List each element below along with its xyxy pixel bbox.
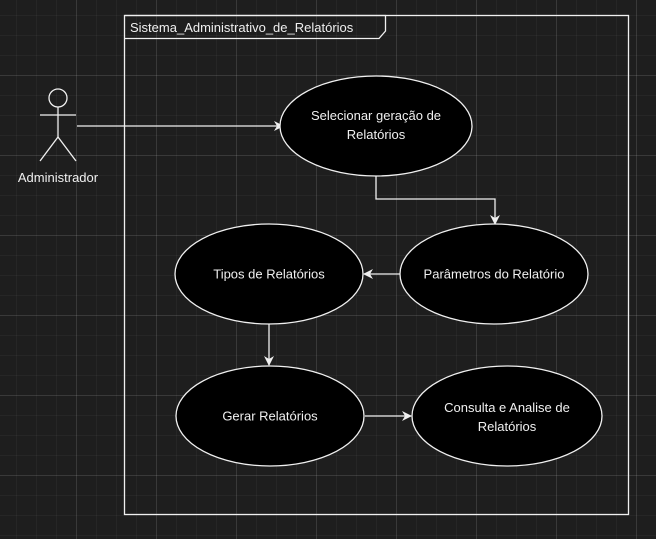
system-title: Sistema_Administrativo_de_Relatórios: [130, 20, 354, 35]
stick-figure-icon: [39, 88, 77, 162]
use-case-label-line1: Selecionar geração de: [311, 108, 441, 123]
use-case-tipos[interactable]: Tipos de Relatórios: [174, 223, 364, 325]
use-case-parametros[interactable]: Parâmetros do Relatório: [399, 223, 589, 325]
use-case-consulta[interactable]: Consulta e Analise de Relatórios: [411, 365, 603, 467]
connectors: [77, 121, 500, 421]
use-case-label-line2: Relatórios: [347, 127, 406, 142]
use-case-label: Gerar Relatórios: [222, 409, 318, 424]
actor-label: Administrador: [18, 170, 99, 185]
use-case-selecionar-geracao[interactable]: Selecionar geração de Relatórios: [279, 75, 473, 177]
use-case-label: Parâmetros do Relatório: [424, 267, 565, 282]
use-case-gerar[interactable]: Gerar Relatórios: [175, 365, 365, 467]
use-case-label-line2: Relatórios: [478, 419, 537, 434]
system-boundary[interactable]: Sistema_Administrativo_de_Relatórios: [123, 14, 630, 516]
system-title-tab: [124, 14, 387, 40]
arrow-selecionar-to-parametros[interactable]: [375, 176, 500, 225]
actor-administrador[interactable]: Administrador: [18, 88, 99, 185]
use-case-label: Tipos de Relatórios: [213, 267, 325, 282]
use-case-label-line1: Consulta e Analise de: [444, 400, 570, 415]
